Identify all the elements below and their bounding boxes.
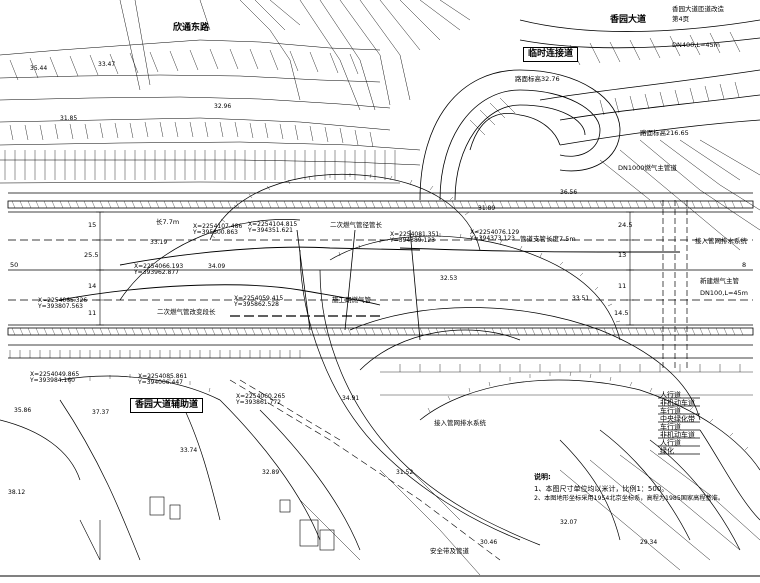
coord-8: X=2254049.865 Y=393984.160 (30, 371, 80, 384)
coord-2: X=2254104.815 Y=394351.621 (248, 221, 298, 234)
legend-item: 绿化 (660, 447, 674, 455)
spot-elev: 36.56 (560, 189, 578, 196)
dim-1: 15 (88, 221, 97, 229)
spot-elev: 32.89 (262, 469, 280, 476)
legend-item: 中央绿化带 (660, 415, 695, 423)
length-top-label: 长7.7m (156, 218, 180, 226)
spot-elev: 32.96 (214, 103, 232, 110)
coord-6: X=2254065.326 Y=393807.563 (38, 297, 88, 310)
coord-10: X=2254060.265 Y=393861.772 (236, 393, 286, 406)
coord-1: X=2254107.486 Y=395800.863 (193, 223, 243, 236)
road-section-legend: 人行道 非机动车道 车行道 中央绿化带 车行道 非机动车道 人行道 绿化 (660, 392, 720, 462)
spot-elev: 32.07 (560, 519, 578, 526)
dash-pipe-label: 施工期燃气管 (332, 296, 371, 304)
note-1: 1、本图尺寸单位均以米计，比例1：500。 (534, 485, 669, 493)
dim-2: 25.5 (84, 251, 99, 259)
spot-elev: 33.19 (150, 239, 168, 246)
spot-elev: 37.37 (92, 409, 110, 416)
spot-elev: 35.86 (14, 407, 32, 414)
legend-item: 人行道 (660, 439, 681, 447)
dim-6: 13 (618, 251, 627, 259)
spot-elev: 31.52 (396, 469, 414, 476)
top-right-title: 香园大道匝道改造 (672, 5, 724, 13)
coord-5: X=2254066.193 Y=393962.877 (134, 263, 184, 276)
legend-item: 非机动车道 (660, 399, 695, 407)
coord-9: X=2254085.861 Y=394006.447 (138, 373, 188, 386)
second-phase-2-label: 二次燃气管改变段长 (157, 308, 216, 316)
dim-10: 8 (742, 261, 747, 269)
dim-8: 14.5 (614, 309, 629, 317)
spot-elev: 38.12 (8, 489, 26, 496)
legend-item: 车行道 (660, 423, 681, 431)
spot-elev: 32.53 (440, 275, 458, 282)
coord-3: X=2254081.351 Y=394389.123 (390, 231, 440, 244)
spot-elev: 30.46 (480, 539, 498, 546)
gas-line-len-label: 管道支管长度7.5m (520, 235, 576, 243)
legend-item: 车行道 (660, 407, 681, 415)
hill-hatching-top (0, 39, 421, 184)
legend-item: 人行道 (660, 391, 681, 399)
spot-elev: 33.74 (180, 447, 198, 454)
top-right-sheet: 第4页 (672, 15, 690, 23)
dim-9: 50 (10, 261, 19, 269)
elevation-left: 路面标高32.76 (515, 75, 560, 83)
road-label-top-left: 欣通东路 (173, 23, 210, 33)
dim-5: 24.5 (618, 221, 633, 229)
spot-elev: 31.85 (60, 115, 78, 122)
connect-drain-label: 接入管网排水系统 (434, 419, 486, 427)
dim-4: 11 (88, 309, 97, 317)
road-label-top-right: 香园大道 (610, 15, 647, 25)
legend-item: 非机动车道 (660, 431, 695, 439)
spot-elev: 34.91 (342, 395, 360, 402)
connect-rain-label: 接入管网排水系统 (695, 237, 747, 245)
note-2: 2、本图地形坐标采用1954北京坐标系，高程为1985国家高程基准。 (534, 495, 725, 502)
elevation-right: 路面标高216.65 (640, 129, 689, 137)
top-right-spec: DN400,L=45m (672, 41, 721, 49)
bottom-ref-label: 安全带及管道 (430, 547, 469, 555)
second-phase-label: 二次燃气管径管长 (330, 221, 382, 229)
ramp-loop (419, 19, 760, 201)
dim-3: 14 (88, 282, 97, 290)
main-ramp-label: 香园大道辅助道 (130, 398, 204, 413)
gas-pipe-label: DN1000燃气主管道 (618, 164, 677, 172)
new-gas-spec-label: DN100,L=45m (700, 289, 749, 297)
spot-elev: 29.34 (640, 539, 658, 546)
spot-elev: 33.51 (572, 295, 590, 302)
spot-elev: 33.47 (98, 61, 116, 68)
temp-link-label: 临时连接道 (523, 47, 579, 62)
spot-elev: 34.09 (208, 263, 226, 270)
notes-title: 说明: (534, 473, 551, 481)
coord-7: X=2254059.415 Y=395862.528 (234, 295, 284, 308)
spot-elev: 35.44 (30, 65, 48, 72)
coord-4: X=2254076.129 Y=394373.123 (470, 229, 520, 242)
new-gas-label: 新建燃气主管 (700, 277, 739, 285)
dim-7: 11 (618, 282, 627, 290)
spot-elev: 31.89 (478, 205, 496, 212)
